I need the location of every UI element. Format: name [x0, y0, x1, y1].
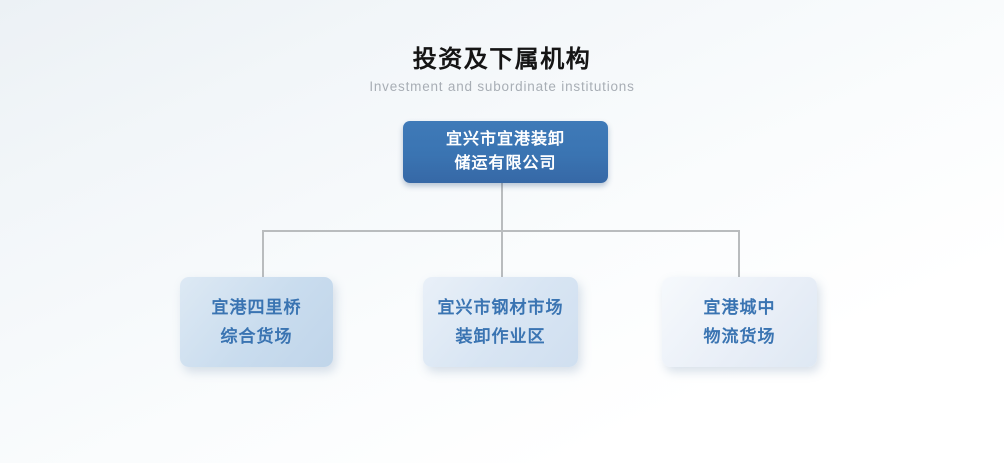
org-node-root: 宜兴市宜港装卸 储运有限公司	[403, 121, 608, 183]
org-node-child-line1: 宜港四里桥	[211, 298, 302, 317]
org-node-child-line1: 宜港城中	[703, 298, 776, 317]
org-node-child-chengzhong: 宜港城中 物流货场	[662, 277, 817, 367]
chart-header: 投资及下属机构 Investment and subordinate insti…	[0, 46, 1004, 95]
org-node-root-line2: 储运有限公司	[454, 155, 557, 172]
page-subtitle: Investment and subordinate institutions	[369, 79, 635, 94]
org-node-child-line2: 综合货场	[220, 327, 293, 346]
org-node-child-steel-market: 宜兴市钢材市场 装卸作业区	[423, 277, 578, 367]
connector-root-vertical	[501, 183, 503, 231]
org-node-child-line1: 宜兴市钢材市场	[437, 298, 564, 317]
connector-left-vertical	[262, 230, 264, 277]
connector-middle-vertical	[501, 230, 503, 277]
org-node-child-siliqiao: 宜港四里桥 综合货场	[180, 277, 333, 367]
org-node-child-line2: 装卸作业区	[455, 327, 546, 346]
org-node-child-line2: 物流货场	[703, 327, 776, 346]
connector-right-vertical	[738, 230, 740, 277]
page-title: 投资及下属机构	[412, 46, 592, 73]
org-node-root-line1: 宜兴市宜港装卸	[445, 131, 565, 148]
